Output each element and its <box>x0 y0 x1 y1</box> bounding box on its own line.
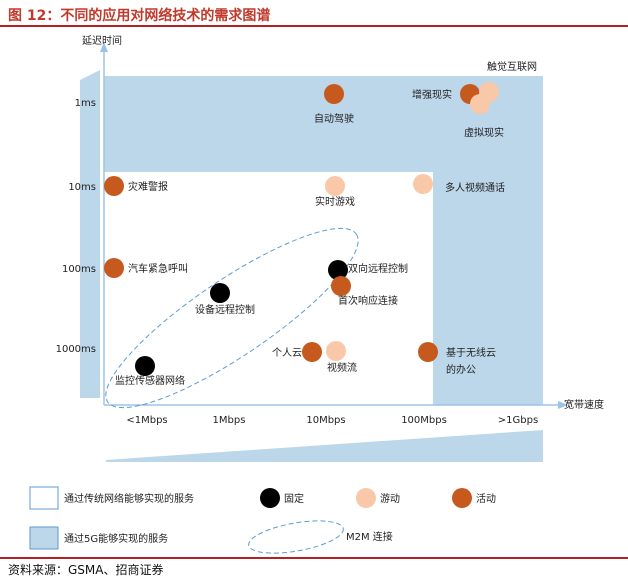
point-mobile <box>104 258 124 278</box>
legend: 通过传统网络能够实现的服务 通过5G能够实现的服务 固定 游动 活动 M2M 连… <box>29 486 496 554</box>
point-label: 虚拟现实 <box>464 126 504 139</box>
point-label: 基于无线云 <box>446 346 496 359</box>
title-divider <box>0 25 628 27</box>
x-tick-label: 100Mbps <box>401 415 447 426</box>
x-axis-arrow <box>558 401 568 409</box>
point-nomadic <box>413 174 433 194</box>
point-label: 个人云 <box>272 347 302 359</box>
point-mobile <box>331 276 351 296</box>
x-tick-label: 10Mbps <box>306 415 345 426</box>
point-label: 灾难警报 <box>128 180 168 193</box>
point-label: 首次响应连接 <box>338 294 398 307</box>
point-nomadic <box>479 82 499 102</box>
point-label: 视频流 <box>327 361 357 374</box>
point-nomadic <box>325 176 345 196</box>
corner-label: 触觉互联网 <box>487 60 537 73</box>
y-tick-label: 100ms <box>62 264 96 275</box>
bandwidth-wedge <box>106 430 543 462</box>
legend-traditional-label: 通过传统网络能够实现的服务 <box>64 492 194 505</box>
5g-region <box>104 76 543 405</box>
x-tick-label: <1Mbps <box>126 415 167 426</box>
m2m-ellipse <box>105 227 359 409</box>
point-label: 双向远程控制 <box>348 262 408 275</box>
point-label: 多人视频通话 <box>445 181 505 194</box>
point-label: 设备远程控制 <box>195 303 255 316</box>
legend-nomadic-label: 游动 <box>380 492 400 505</box>
point-nomadic <box>326 341 346 361</box>
point-label: 增强现实 <box>412 88 452 101</box>
point-fixed <box>328 260 348 280</box>
legend-fixed-dot <box>260 488 280 508</box>
x-tick-label: 1Mbps <box>213 415 246 426</box>
y-tick-labels: 1ms 10ms 100ms 1000ms <box>56 98 96 355</box>
traditional-region <box>104 172 433 405</box>
point-mobile <box>302 342 322 362</box>
legend-mobile-dot <box>452 488 472 508</box>
legend-5g-label: 通过5G能够实现的服务 <box>64 532 168 545</box>
legend-fixed-label: 固定 <box>284 492 304 505</box>
source-note: 资料来源：GSMA、招商证券 <box>8 563 164 577</box>
point-mobile <box>104 176 124 196</box>
y-axis-arrow <box>100 42 108 52</box>
legend-m2m-label: M2M 连接 <box>346 530 393 543</box>
point-mobile <box>418 342 438 362</box>
legend-5g-swatch <box>29 526 59 550</box>
x-axis-title: 宽带速度 <box>564 398 604 411</box>
chart-title: 图 12：不同的应用对网络技术的需求图谱 <box>8 8 271 24</box>
y-tick-label: 10ms <box>68 182 96 193</box>
point-fixed <box>135 356 155 376</box>
x-tick-labels: <1Mbps 1Mbps 10Mbps 100Mbps >1Gbps <box>126 415 538 426</box>
point-label: 汽车紧急呼叫 <box>128 262 188 275</box>
latency-wedge <box>80 70 100 398</box>
legend-m2m-ellipse <box>248 520 344 554</box>
legend-mobile-label: 活动 <box>476 493 496 505</box>
legend-traditional-swatch <box>29 486 59 510</box>
point-label: 自动驾驶 <box>314 112 354 125</box>
point-mobile <box>324 84 344 104</box>
point-fixed <box>210 283 230 303</box>
x-tick-label: >1Gbps <box>498 415 538 426</box>
legend-nomadic-dot <box>356 488 376 508</box>
point-label: 实时游戏 <box>315 195 355 208</box>
y-tick-label: 1000ms <box>56 344 96 355</box>
point-label: 监控传感器网络 <box>115 374 185 387</box>
y-tick-label: 1ms <box>75 98 96 109</box>
source-divider <box>0 557 628 559</box>
y-axis-title: 延迟时间 <box>82 34 122 47</box>
title-bar: 图 12：不同的应用对网络技术的需求图谱 <box>0 4 628 26</box>
point-label: 的办公 <box>446 363 476 376</box>
